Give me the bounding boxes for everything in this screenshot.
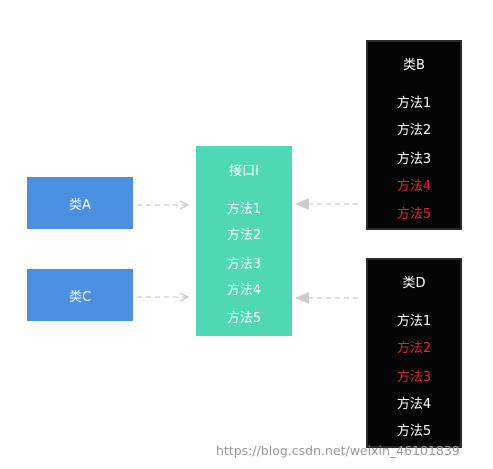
class-b-box: 类B 方法1 方法2 方法3 方法4 方法5: [366, 40, 462, 230]
class-d-box: 类D 方法1 方法2 方法3 方法4 方法5: [366, 258, 462, 448]
class-d-method-3: 方法3: [396, 370, 432, 385]
class-d-label: 类D: [402, 276, 426, 291]
interface-method-1: 方法1: [226, 202, 262, 217]
class-d-method-1: 方法1: [396, 314, 432, 329]
class-c-label: 类C: [68, 289, 92, 305]
arrow-b-to-interface: [295, 198, 362, 210]
arrow-d-to-interface: [295, 292, 362, 304]
class-b-method-1: 方法1: [396, 96, 432, 111]
class-a-label: 类A: [69, 197, 91, 213]
class-d-method-2: 方法2: [396, 341, 432, 356]
interface-method-4: 方法4: [226, 283, 262, 298]
class-b-label: 类B: [403, 58, 425, 73]
class-d-method-5: 方法5: [396, 424, 432, 439]
class-c-box: 类C: [27, 269, 133, 321]
interface-method-5: 方法5: [226, 311, 262, 326]
arrow-c-to-interface: [137, 292, 190, 302]
interface-i-box: 接口I 方法1 方法2 方法3 方法4 方法5: [196, 146, 292, 336]
class-b-method-2: 方法2: [396, 123, 432, 138]
class-b-method-5: 方法5: [396, 207, 432, 222]
arrow-a-to-interface: [137, 200, 190, 210]
watermark-url: https://blog.csdn.net/weixin_46101839: [216, 443, 460, 458]
interface-i-label: 接口I: [229, 164, 259, 179]
interface-method-2: 方法2: [226, 228, 262, 243]
class-b-method-4: 方法4: [396, 179, 432, 194]
class-d-method-4: 方法4: [396, 397, 432, 412]
class-a-box: 类A: [27, 177, 133, 229]
class-b-method-3: 方法3: [396, 152, 432, 167]
interface-method-3: 方法3: [226, 257, 262, 272]
